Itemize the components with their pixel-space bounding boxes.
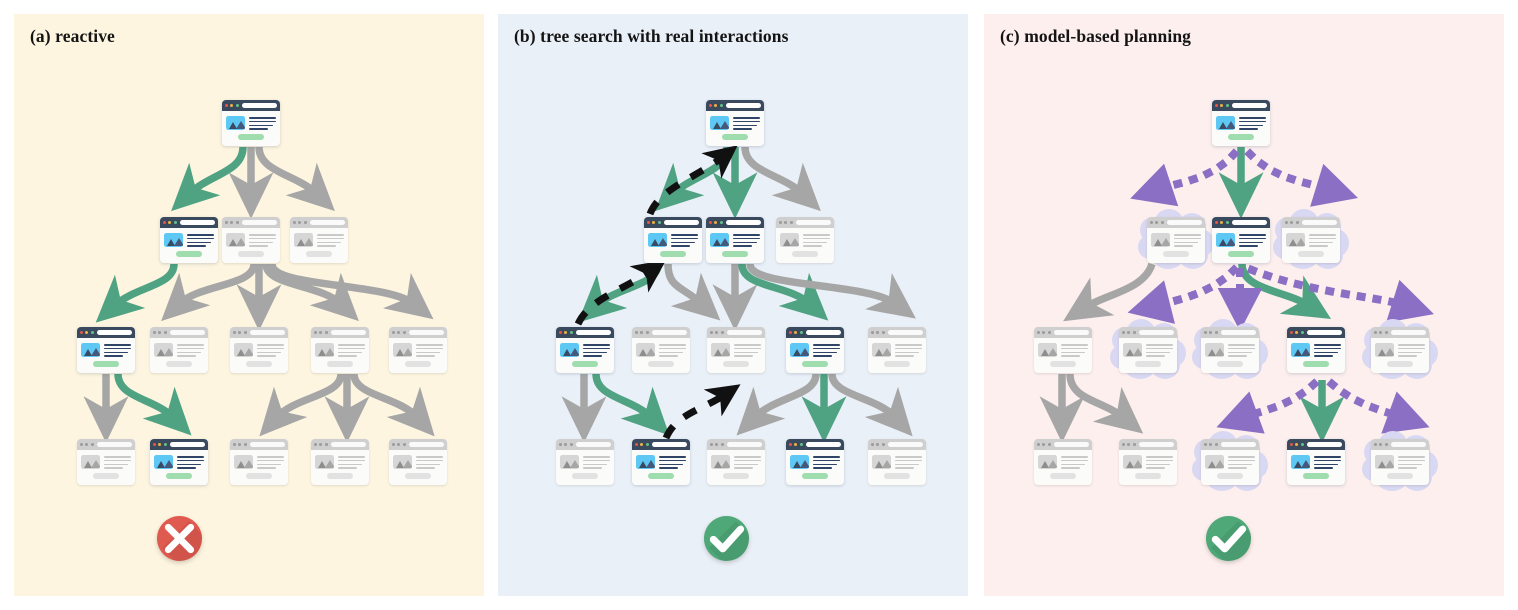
x-mark-icon — [164, 523, 195, 554]
node-r3c4[interactable] — [786, 327, 844, 373]
imagined-edge — [1326, 378, 1430, 434]
panel-tree-search: (b) tree search with real interactions — [498, 14, 968, 596]
node-r4c5[interactable] — [389, 439, 447, 485]
node-r2c2[interactable] — [222, 217, 280, 263]
node-r3c3[interactable] — [707, 327, 765, 373]
node-r2c3-imagined[interactable] — [1273, 209, 1349, 269]
imagined-edge — [1244, 148, 1358, 207]
url-bar — [242, 102, 277, 109]
node-r3c2[interactable] — [632, 327, 690, 373]
node-r3c1[interactable] — [1034, 327, 1092, 373]
action-button — [238, 134, 264, 141]
node-r3c1[interactable] — [77, 327, 135, 373]
node-r4c4[interactable] — [311, 439, 369, 485]
node-r3c3-imagined[interactable] — [1192, 319, 1268, 379]
node-r2c1[interactable] — [160, 217, 218, 263]
imagined-edge — [1130, 148, 1240, 207]
panel-a-title: (a) reactive — [30, 26, 115, 46]
node-r4c2[interactable] — [632, 439, 690, 485]
node-r4c5-imagined[interactable] — [1362, 431, 1438, 491]
status-badge-success — [1206, 516, 1251, 561]
node-r4c2[interactable] — [1119, 439, 1177, 485]
browser-window — [222, 100, 280, 146]
node-r2c3[interactable] — [776, 217, 834, 263]
backtrack-edge-1 — [646, 145, 738, 216]
imagined-edge — [1246, 264, 1434, 323]
check-mark-icon — [709, 525, 745, 553]
node-r2c1-imagined[interactable] — [1138, 209, 1214, 269]
panel-b-tree — [498, 14, 968, 596]
traffic-light-red-icon — [225, 103, 229, 108]
node-r4c5[interactable] — [868, 439, 926, 485]
panel-a-tree — [14, 14, 484, 596]
node-root[interactable] — [1212, 100, 1270, 146]
node-root[interactable] — [706, 100, 764, 146]
backtrack-edge-2 — [574, 259, 667, 326]
image-thumbnail-icon — [226, 116, 245, 130]
traffic-light-yellow-icon — [230, 103, 234, 108]
node-r3c2-imagined[interactable] — [1110, 319, 1186, 379]
node-r2c2[interactable] — [1212, 217, 1270, 263]
node-r3c2[interactable] — [150, 327, 208, 373]
panel-b-title: (b) tree search with real interactions — [514, 26, 789, 46]
panel-a-edges — [83, 146, 435, 443]
imagined-edge — [1216, 378, 1320, 434]
node-r2c3[interactable] — [290, 217, 348, 263]
node-r4c4[interactable] — [1287, 439, 1345, 485]
node-r3c5[interactable] — [389, 327, 447, 373]
window-titlebar — [222, 100, 280, 111]
panel-c-title: (c) model-based planning — [1000, 26, 1192, 46]
check-mark-icon — [1211, 525, 1247, 553]
imagined-edge — [1127, 264, 1240, 324]
window-body — [222, 111, 280, 131]
node-r3c1[interactable] — [556, 327, 614, 373]
node-r3c4[interactable] — [1287, 327, 1345, 373]
panel-model-based-planning: (c) model-based planning — [984, 14, 1504, 596]
traffic-light-green-icon — [235, 103, 239, 108]
status-badge-success — [704, 516, 749, 561]
node-r2c1[interactable] — [644, 217, 702, 263]
node-r3c5[interactable] — [868, 327, 926, 373]
node-r4c3[interactable] — [230, 439, 288, 485]
node-r4c2[interactable] — [150, 439, 208, 485]
node-r4c4[interactable] — [786, 439, 844, 485]
node-r2c2[interactable] — [706, 217, 764, 263]
backtrack-edge-3 — [662, 384, 741, 440]
node-r4c3[interactable] — [707, 439, 765, 485]
node-r4c1[interactable] — [556, 439, 614, 485]
node-r4c1[interactable] — [77, 439, 135, 485]
node-root[interactable] — [222, 100, 280, 146]
node-r3c3[interactable] — [230, 327, 288, 373]
panel-reactive: (a) reactive — [14, 14, 484, 596]
text-lines — [249, 116, 276, 131]
panel-c-edges — [1039, 147, 1434, 443]
node-r3c4[interactable] — [311, 327, 369, 373]
node-r4c1[interactable] — [1034, 439, 1092, 485]
panel-c-tree — [984, 14, 1504, 596]
node-r3c5-imagined[interactable] — [1362, 319, 1438, 379]
panel-b-edges — [561, 145, 916, 443]
status-badge-fail — [157, 516, 202, 561]
node-r4c3-imagined[interactable] — [1192, 431, 1268, 491]
